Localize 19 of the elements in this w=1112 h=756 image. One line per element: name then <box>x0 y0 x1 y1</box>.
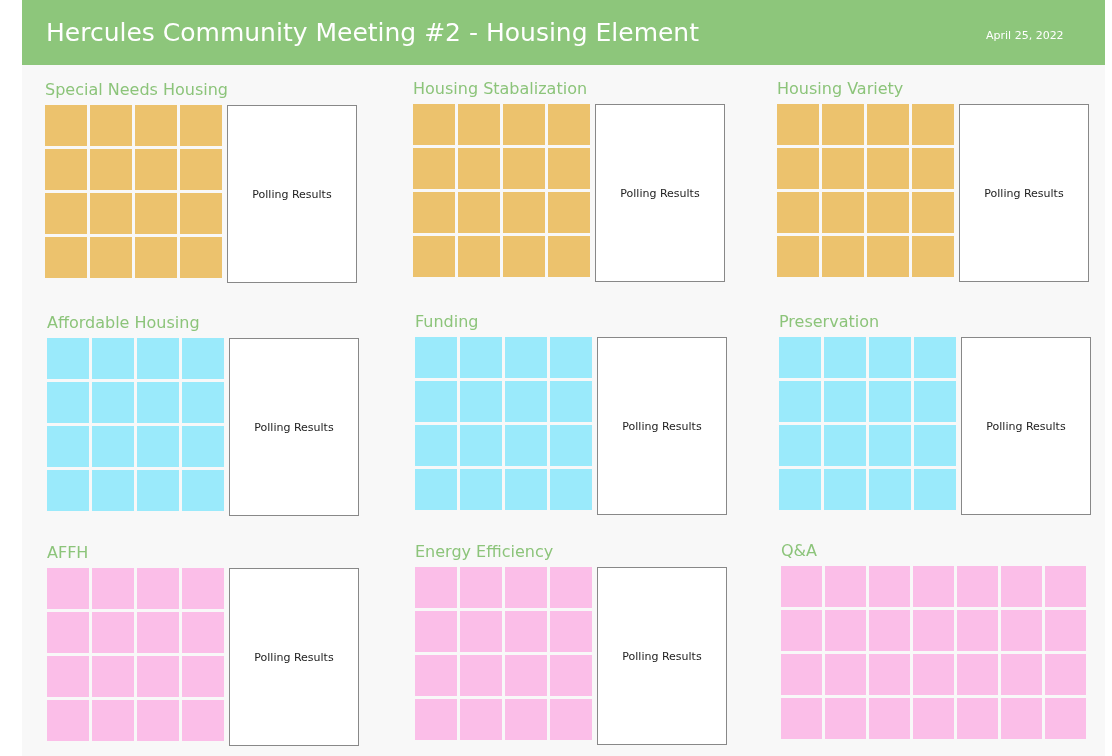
section-heading: Housing Stabalization <box>413 79 588 98</box>
results-panel: Polling Results <box>229 338 359 516</box>
results-panel: Polling Results <box>959 104 1089 282</box>
section-heading: AFFH <box>47 543 89 562</box>
section-heading: Preservation <box>779 312 880 331</box>
results-panel: Polling Results <box>229 568 359 746</box>
section-heading: Special Needs Housing <box>45 80 228 99</box>
section-heading: Funding <box>415 312 479 331</box>
date-text: April 25, 2022 <box>986 29 1064 42</box>
section-heading: Affordable Housing <box>47 313 200 332</box>
results-panel: Polling Results <box>227 105 357 283</box>
results-panel: Polling Results <box>597 567 727 745</box>
section-heading: Energy Efficiency <box>415 542 554 561</box>
page-title: Hercules Community Meeting #2 - Housing Element <box>46 18 699 47</box>
section-heading: Housing Variety <box>777 79 904 98</box>
results-panel: Polling Results <box>597 337 727 515</box>
results-panel: Polling Results <box>961 337 1091 515</box>
section-heading: Q&A <box>781 541 817 560</box>
results-panel: Polling Results <box>595 104 725 282</box>
